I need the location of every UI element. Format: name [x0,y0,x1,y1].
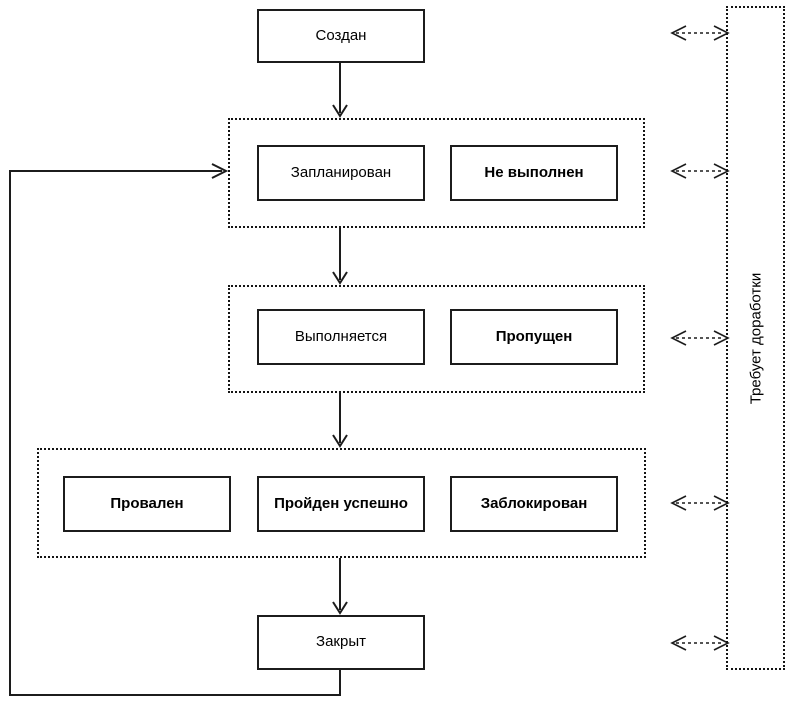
arrowhead-down-icon [332,434,348,448]
bidirectional-arrow-planned-rework [670,163,730,179]
arrowhead-right-icon [211,163,229,179]
arrowhead-down-icon [332,104,348,118]
node-created-label: Создан [315,26,367,44]
bidirectional-arrow-result-rework [670,495,730,511]
node-failed: Провален [63,476,231,532]
node-blocked-label: Заблокирован [480,494,588,512]
node-closed-label: Закрыт [316,633,366,651]
bidirectional-arrow-created-rework [670,25,730,41]
node-not-executed: Не выполнен [450,145,618,201]
node-needs-rework-label: Требует доработки [747,272,765,404]
node-blocked: Заблокирован [450,476,618,532]
node-failed-label: Провален [110,494,184,512]
node-needs-rework: Требует доработки [726,6,785,670]
inprogress-state-group [228,285,645,393]
node-closed: Закрыт [257,615,425,670]
arrowhead-down-icon [332,271,348,285]
node-in-progress-label: Выполняется [294,327,388,345]
node-in-progress: Выполняется [257,309,425,365]
node-created: Создан [257,9,425,63]
bidirectional-arrow-inprogress-rework [670,330,730,346]
bidirectional-arrow-closed-rework [670,635,730,651]
result-state-group [37,448,646,558]
node-planned: Запланирован [257,145,425,201]
arrowhead-down-icon [332,601,348,615]
node-skipped: Пропущен [450,309,618,365]
node-skipped-label: Пропущен [495,327,573,345]
node-passed-label: Пройден успешно [274,494,408,512]
node-not-executed-label: Не выполнен [484,163,584,181]
node-passed: Пройден успешно [257,476,425,532]
planned-state-group [228,118,645,228]
node-planned-label: Запланирован [290,163,392,181]
arrow-closed-to-planned-loop [9,170,341,696]
